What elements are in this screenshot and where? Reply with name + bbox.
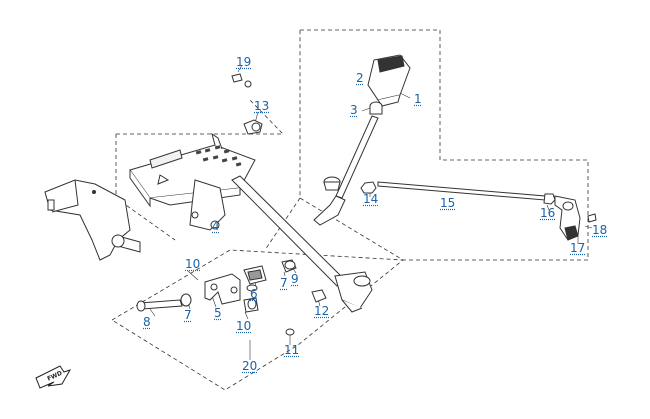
callout-1[interactable]: 1 [414,93,422,105]
callout-20[interactable]: 20 [242,360,257,372]
shift-knob [368,55,410,106]
callout-13[interactable]: 13 [254,100,269,112]
callout-12[interactable]: 12 [314,305,329,317]
callout-2[interactable]: 2 [356,72,364,84]
bracket-arm [190,180,225,230]
callout-3[interactable]: 3 [350,104,358,116]
callout-4[interactable]: 4 [212,220,220,232]
callout-6[interactable]: 6 [250,288,258,300]
callout-8[interactable]: 8 [143,316,151,328]
callout-19[interactable]: 19 [236,56,251,68]
shift-lever-rod [314,116,378,225]
fwd-arrow-icon: FWD [36,366,70,388]
callout-10-lower[interactable]: 10 [236,320,251,332]
shift-rod [378,182,545,200]
shift-bracket-plate [130,134,255,206]
callout-9[interactable]: 9 [291,273,299,285]
left-frame-bracket [45,180,140,260]
shift-collar [370,102,382,114]
assembly-boundaries [112,30,588,390]
callout-5[interactable]: 5 [214,307,222,319]
callout-18[interactable]: 18 [592,224,607,236]
boundary-shift-assembly [300,30,588,260]
callout-17[interactable]: 17 [570,242,585,254]
callout-10-upper[interactable]: 10 [185,258,200,270]
callout-14[interactable]: 14 [363,193,378,205]
callout-16[interactable]: 16 [540,207,555,219]
callout-15[interactable]: 15 [440,197,455,209]
callout-7-left[interactable]: 7 [184,309,192,321]
callout-7-right[interactable]: 7 [280,277,288,289]
callout-11[interactable]: 11 [284,344,299,356]
